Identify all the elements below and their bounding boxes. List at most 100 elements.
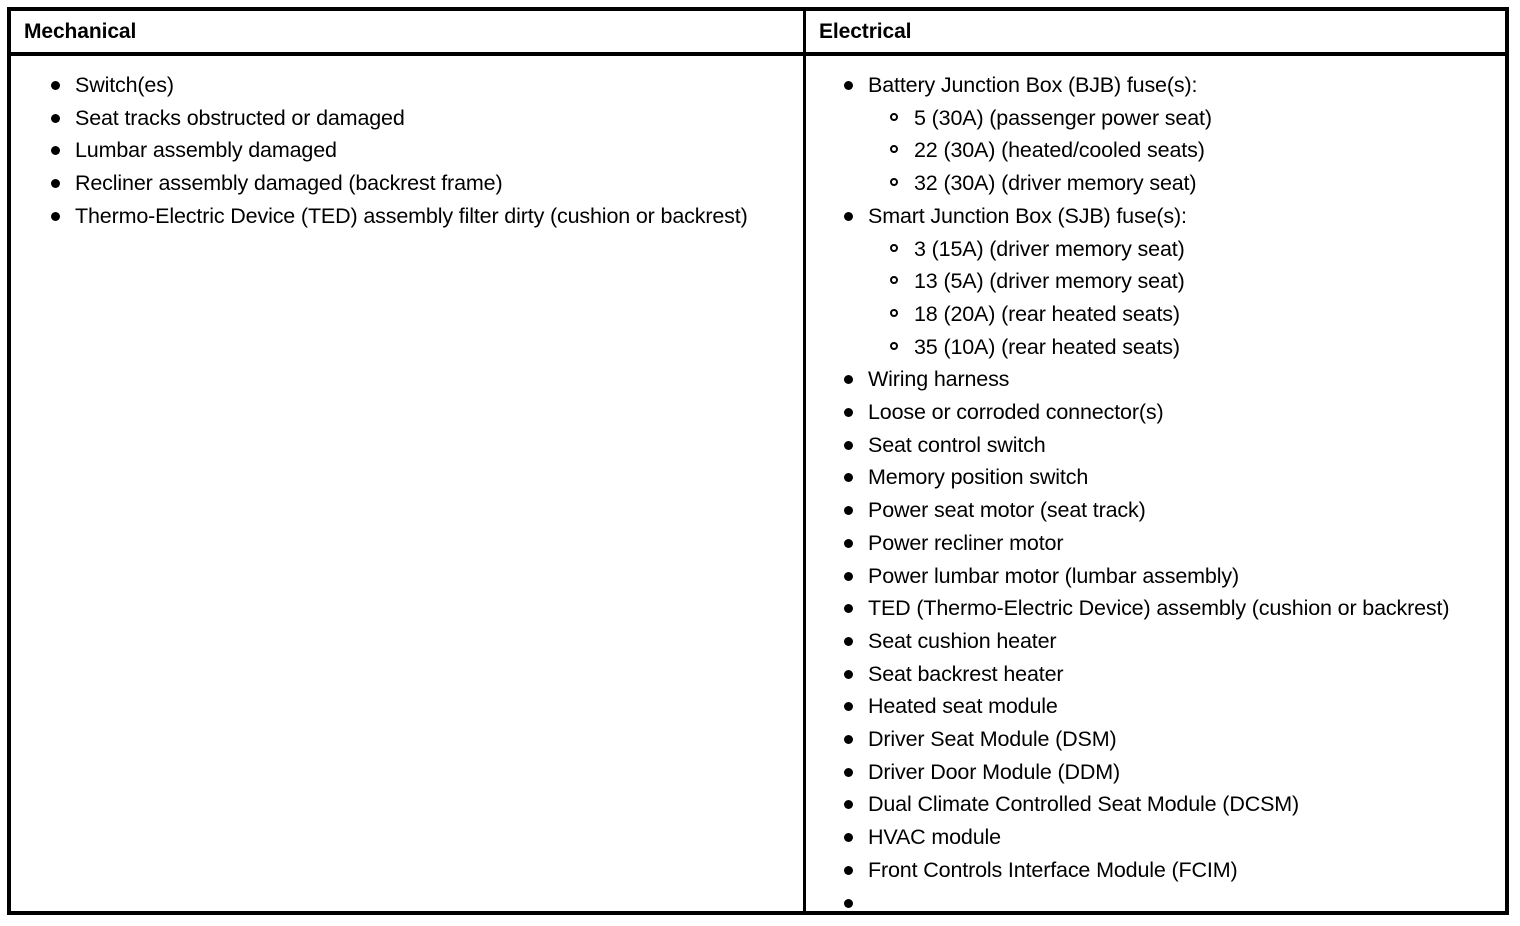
filled-bullet-icon <box>51 81 60 90</box>
electrical-list: Battery Junction Box (BJB) fuse(s): 5 (3… <box>828 69 1505 908</box>
filled-bullet-icon <box>844 375 853 385</box>
filled-bullet-icon <box>844 833 853 843</box>
filled-bullet-icon <box>844 81 853 90</box>
filled-bullet-icon <box>844 408 853 418</box>
mechanical-cell: Switch(es) Seat tracks obstructed or dam… <box>11 56 803 233</box>
list-item: Thermo-Electric Device (TED) assembly fi… <box>35 200 803 233</box>
list-item-label: Recliner assembly damaged (backrest fram… <box>75 171 503 196</box>
hollow-bullet-icon <box>890 178 898 187</box>
list-item-label: Seat cushion heater <box>868 628 1057 653</box>
sub-list-item: 22 (30A) (heated/cooled seats) <box>868 134 1505 167</box>
sub-list-item-label: 22 (30A) (heated/cooled seats) <box>914 138 1205 163</box>
list-item: Heated seat module <box>828 690 1505 723</box>
filled-bullet-icon <box>51 113 60 123</box>
list-item: Power recliner motor <box>828 527 1505 560</box>
list-item-label: Loose or corroded connector(s) <box>868 400 1164 425</box>
sub-list-item: 3 (15A) (driver memory seat) <box>868 233 1505 266</box>
list-item-label: Power seat motor (seat track) <box>868 498 1146 523</box>
list-item-label: Power lumbar motor (lumbar assembly) <box>868 563 1239 588</box>
list-item: HVAC module <box>828 821 1505 854</box>
filled-bullet-icon <box>51 146 60 156</box>
list-item: Loose or corroded connector(s) <box>828 396 1505 429</box>
electrical-cell: Battery Junction Box (BJB) fuse(s): 5 (3… <box>806 56 1505 908</box>
column-electrical: Battery Junction Box (BJB) fuse(s): 5 (3… <box>806 56 1505 911</box>
list-item: Wiring harness <box>828 363 1505 396</box>
sub-list-item-label: 5 (30A) (passenger power seat) <box>914 105 1212 130</box>
filled-bullet-icon <box>844 506 853 516</box>
list-item: Seat backrest heater <box>828 658 1505 691</box>
hollow-bullet-icon <box>890 112 898 121</box>
filled-bullet-icon <box>844 669 853 679</box>
list-item: Driver Seat Module (DSM) <box>828 723 1505 756</box>
list-item-label: Driver Door Module (DDM) <box>868 759 1121 784</box>
mechanical-list: Switch(es) Seat tracks obstructed or dam… <box>35 69 803 233</box>
fault-causes-table: Mechanical Electrical Switch(es) Seat tr… <box>7 7 1509 915</box>
list-item-label: Driver Seat Module (DSM) <box>868 727 1117 752</box>
list-item-label: Lumbar assembly damaged <box>75 138 337 163</box>
list-item-label: Seat control switch <box>868 432 1046 457</box>
filled-bullet-icon <box>51 179 60 189</box>
sub-list-item: 5 (30A) (passenger power seat) <box>868 102 1505 135</box>
list-item: TED (Thermo-Electric Device) assembly (c… <box>828 592 1505 625</box>
bjb-fuse-sublist: 5 (30A) (passenger power seat) 22 (30A) … <box>868 102 1505 200</box>
list-item-label: Smart Junction Box (SJB) fuse(s): <box>868 203 1187 228</box>
list-item: Seat tracks obstructed or damaged <box>35 102 803 135</box>
list-item: Switch(es) <box>35 69 803 102</box>
table-body-row: Switch(es) Seat tracks obstructed or dam… <box>11 56 1505 911</box>
list-item: Battery Junction Box (BJB) fuse(s): 5 (3… <box>828 69 1505 200</box>
list-item-label: Wiring harness <box>868 367 1010 392</box>
filled-bullet-icon <box>844 440 853 450</box>
filled-bullet-icon <box>844 865 853 875</box>
column-header-mechanical: Mechanical <box>11 11 806 52</box>
filled-bullet-icon <box>844 538 853 548</box>
sub-list-item-label: 35 (10A) (rear heated seats) <box>914 334 1180 359</box>
sub-list-item: 35 (10A) (rear heated seats) <box>868 331 1505 364</box>
filled-bullet-icon <box>51 211 60 221</box>
filled-bullet-icon <box>844 473 853 483</box>
list-item-label: Battery Junction Box (BJB) fuse(s): <box>868 73 1198 97</box>
table-header-row: Mechanical Electrical <box>11 11 1505 56</box>
hollow-bullet-icon <box>890 276 898 285</box>
sub-list-item: 18 (20A) (rear heated seats) <box>868 298 1505 331</box>
list-item-label: Thermo-Electric Device (TED) assembly fi… <box>75 203 748 228</box>
list-item-label: Heated seat module <box>868 694 1058 719</box>
filled-bullet-icon <box>844 898 853 908</box>
list-item-label: Power recliner motor <box>868 530 1064 555</box>
filled-bullet-icon <box>844 571 853 581</box>
list-item: Smart Junction Box (SJB) fuse(s): 3 (15A… <box>828 200 1505 364</box>
list-item: Dual Climate Controlled Seat Module (DCS… <box>828 788 1505 821</box>
sub-list-item: 13 (5A) (driver memory seat) <box>868 265 1505 298</box>
filled-bullet-icon <box>844 767 853 777</box>
sjb-fuse-sublist: 3 (15A) (driver memory seat) 13 (5A) (dr… <box>868 233 1505 364</box>
list-item: Recliner assembly damaged (backrest fram… <box>35 167 803 200</box>
filled-bullet-icon <box>844 211 853 221</box>
list-item: Power lumbar motor (lumbar assembly) <box>828 560 1505 593</box>
sub-list-item-label: 3 (15A) (driver memory seat) <box>914 236 1185 261</box>
list-item-label: Front Controls Interface Module (FCIM) <box>868 857 1238 882</box>
filled-bullet-icon <box>844 735 853 745</box>
hollow-bullet-icon <box>890 308 898 317</box>
list-item: Memory position switch <box>828 461 1505 494</box>
list-item-label: Memory position switch <box>868 465 1089 490</box>
list-item-label: TED (Thermo-Electric Device) assembly (c… <box>868 596 1450 621</box>
list-item-label: Switch(es) <box>75 73 174 97</box>
list-item: Front Controls Interface Module (FCIM) <box>828 854 1505 887</box>
sub-list-item: 32 (30A) (driver memory seat) <box>868 167 1505 200</box>
filled-bullet-icon <box>844 604 853 614</box>
list-item-label: HVAC module <box>868 825 1001 850</box>
list-item: Lumbar assembly damaged <box>35 134 803 167</box>
list-item-label: Seat tracks obstructed or damaged <box>75 105 405 130</box>
list-item: Seat control switch <box>828 429 1505 462</box>
list-item: Seat cushion heater <box>828 625 1505 658</box>
list-item-label: Dual Climate Controlled Seat Module (DCS… <box>868 792 1300 817</box>
list-item: Power seat motor (seat track) <box>828 494 1505 527</box>
filled-bullet-icon <box>844 800 853 810</box>
filled-bullet-icon <box>844 702 853 712</box>
sub-list-item-label: 18 (20A) (rear heated seats) <box>914 301 1180 326</box>
sub-list-item-label: 32 (30A) (driver memory seat) <box>914 171 1197 196</box>
hollow-bullet-icon <box>890 145 898 154</box>
sub-list-item-label: 13 (5A) (driver memory seat) <box>914 269 1185 294</box>
list-item: Driver Door Module (DDM) <box>828 756 1505 789</box>
column-header-electrical: Electrical <box>819 19 912 43</box>
